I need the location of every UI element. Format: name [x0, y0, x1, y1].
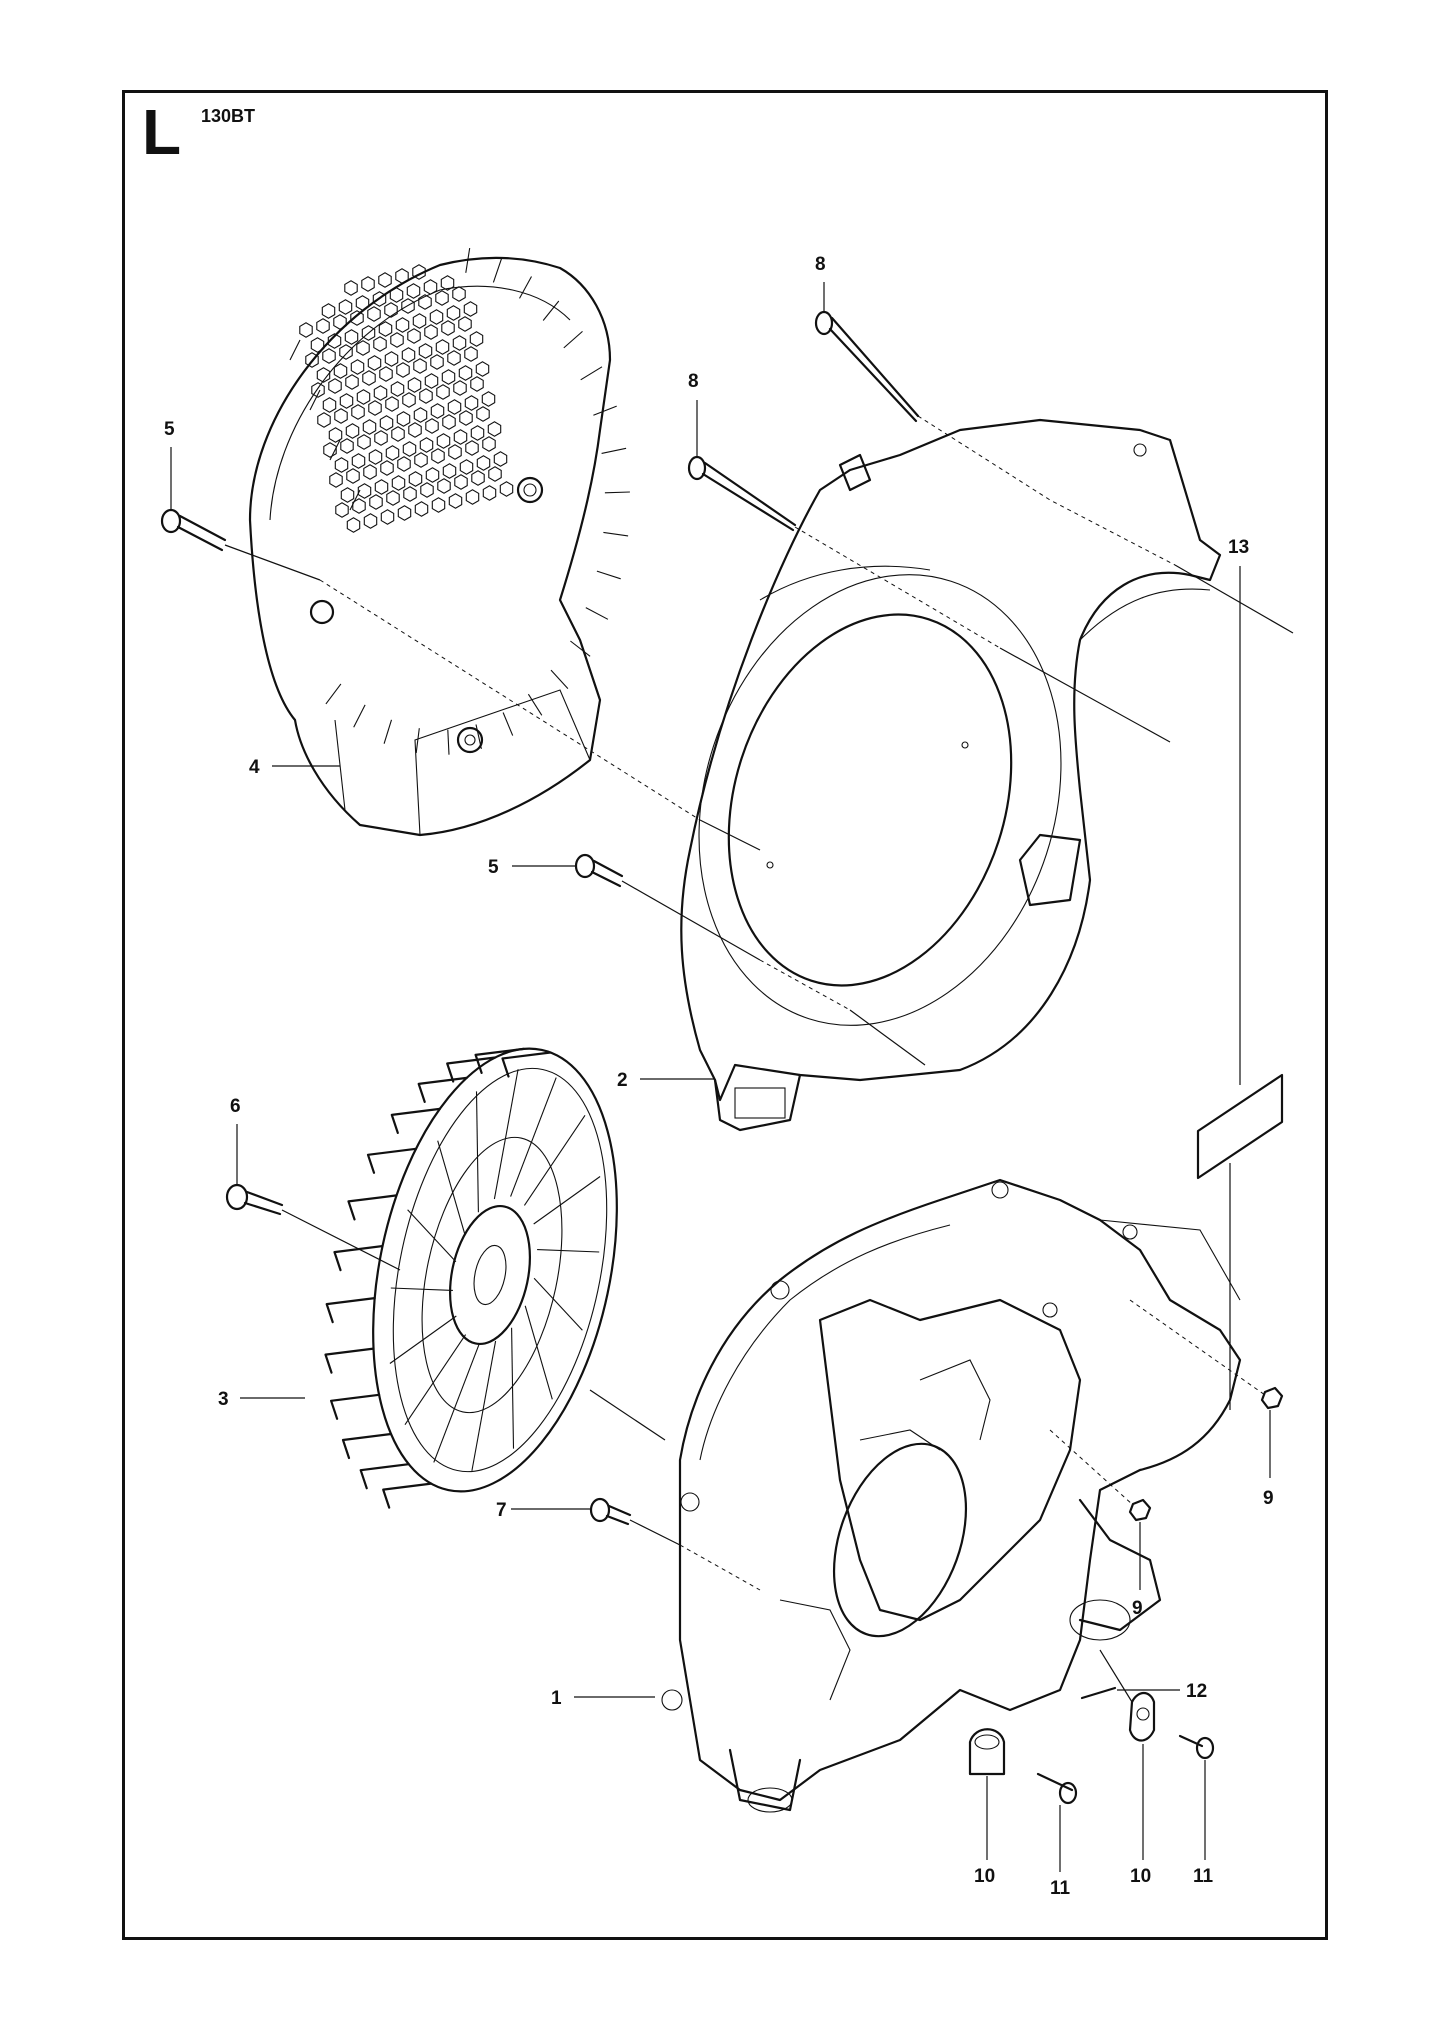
callout-leaders: [170, 282, 1271, 1872]
callout-13: 13: [1228, 537, 1249, 558]
callout-10-right: 10: [1130, 1866, 1151, 1887]
callout-5-upper: 5: [164, 419, 175, 440]
callout-9-right: 9: [1263, 1488, 1274, 1509]
callout-6: 6: [230, 1096, 241, 1117]
screw-7: [589, 1497, 632, 1526]
section-letter: L: [142, 96, 182, 168]
assembly-lines: [224, 415, 1294, 1703]
fan-housing-drawing: [661, 1178, 1242, 1813]
callout-8-upper: 8: [815, 254, 826, 275]
screw-5-upper: [160, 508, 227, 552]
nut-9-middle: [1128, 1498, 1152, 1522]
callout-9-middle: 9: [1132, 1598, 1143, 1619]
screw-11-left: [1036, 1772, 1078, 1805]
decal-drawing: [1196, 1073, 1284, 1180]
callout-8-lower: 8: [688, 371, 699, 392]
callout-11-left: 11: [1050, 1878, 1071, 1899]
starter-cover-drawing: [248, 248, 630, 837]
callout-numbers: 8 8 5 4 5 2 13 6 3 7 9 9 1 12 10 11 10 1…: [164, 254, 1274, 1899]
callout-4: 4: [249, 757, 260, 778]
screw-5-lower: [574, 853, 624, 888]
callout-1: 1: [551, 1688, 562, 1709]
pin-12: [1080, 1686, 1117, 1700]
callout-7: 7: [496, 1500, 507, 1521]
fan-wheel-drawing: [324, 1047, 618, 1509]
diagram-frame: [122, 90, 1328, 1940]
callout-3: 3: [218, 1389, 229, 1410]
screw-8-lower: [687, 455, 797, 532]
nut-9-right: [1260, 1386, 1284, 1410]
clamp-10-right: [1128, 1691, 1156, 1742]
screw-8-upper: [814, 310, 920, 423]
fan-housing-cover-drawing: [680, 418, 1222, 1132]
model-label: 130BT: [201, 106, 256, 126]
clamp-10-left: [968, 1728, 1006, 1776]
callout-11-right: 11: [1193, 1866, 1214, 1887]
callout-12: 12: [1186, 1681, 1207, 1702]
screw-6: [225, 1183, 284, 1216]
callout-2: 2: [617, 1070, 628, 1091]
screw-11-right: [1178, 1734, 1215, 1760]
callout-5-lower: 5: [488, 857, 499, 878]
callout-10-left: 10: [974, 1866, 995, 1887]
